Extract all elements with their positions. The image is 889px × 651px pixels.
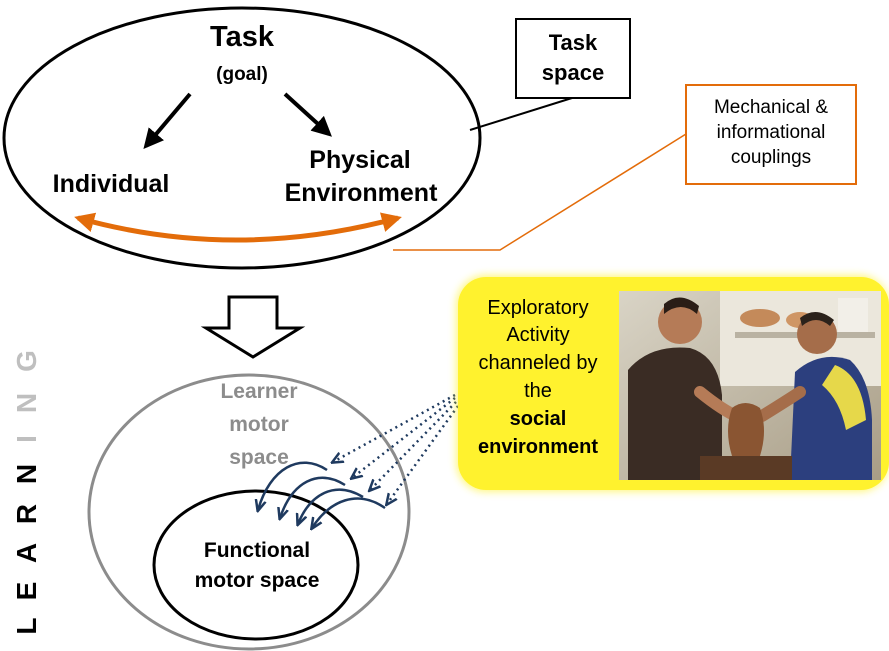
task-space-line2: space (542, 60, 604, 85)
task-subtitle: (goal) (216, 64, 268, 85)
side-letter-2: N (11, 393, 42, 413)
learning-side-label: G N I N R A E L (11, 350, 42, 634)
couplings-line3: couplings (731, 147, 811, 168)
curved-arrow-2 (280, 476, 346, 518)
learner-line3: space (229, 446, 289, 469)
task-space-connector (469, 97, 573, 131)
dotted-arrow-3 (370, 401, 457, 490)
environment-label: Environment (285, 179, 438, 207)
side-letter-4: N (11, 464, 42, 484)
side-letter-8: L (11, 617, 42, 634)
side-letter-5: R (11, 504, 42, 524)
learner-line1: Learner (220, 380, 297, 403)
arrow-to-individual (143, 92, 192, 150)
curved-arrow-3 (298, 488, 364, 524)
side-letter-6: A (11, 543, 42, 563)
side-letter-7: E (11, 582, 42, 601)
side-letter-1: G (11, 350, 42, 372)
task-title: Task (210, 21, 275, 53)
curved-arrow-1 (258, 461, 328, 510)
functional-space-ellipse (152, 489, 360, 641)
task-space-box (515, 18, 631, 99)
exploratory-line2: Activity (506, 324, 569, 346)
couplings-line2: informational (717, 122, 826, 143)
functional-line1: Functional (204, 539, 310, 562)
task-ellipse (2, 6, 482, 270)
physical-label: Physical (309, 146, 410, 174)
exploratory-line6: environment (478, 436, 598, 458)
dotted-arrow-1 (333, 393, 456, 462)
learner-line2: motor (229, 413, 289, 436)
individual-label: Individual (53, 170, 170, 198)
pottery-photo (619, 291, 881, 480)
exploratory-line3: channeled by (479, 352, 598, 374)
exploratory-line1: Exploratory (487, 297, 588, 319)
task-space-line1: Task (549, 30, 598, 55)
learning-down-arrow (200, 295, 306, 359)
exploratory-line4: the (524, 380, 552, 402)
arrow-to-environment (283, 92, 332, 137)
couplings-connector (393, 133, 687, 251)
functional-line2: motor space (195, 569, 320, 592)
coupling-arrow (74, 212, 402, 243)
curved-arrow-4 (312, 497, 386, 528)
dotted-arrow-4 (387, 405, 460, 504)
side-letter-3: I (11, 435, 42, 443)
exploratory-line5: social (510, 408, 567, 430)
dotted-arrow-2 (352, 397, 456, 478)
couplings-line1: Mechanical & (714, 97, 828, 118)
